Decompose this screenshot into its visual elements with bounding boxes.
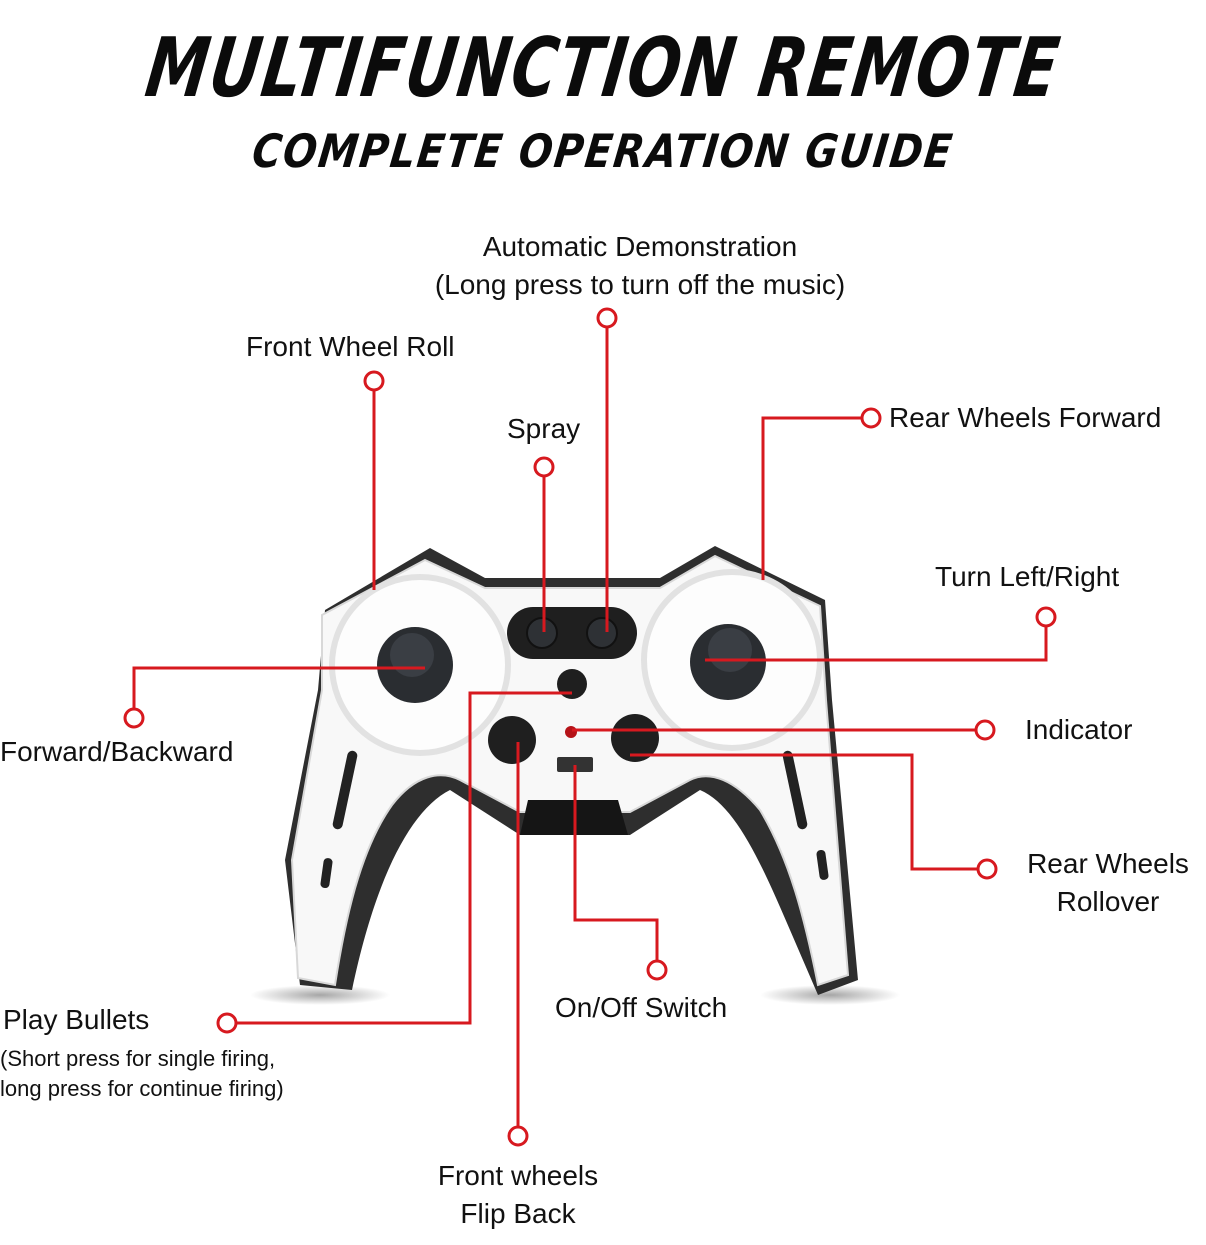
marker-front-flip: [507, 1125, 529, 1147]
play-bullets-note: (Short press for single firing, long pre…: [0, 1044, 284, 1104]
rear-rollover-line1: Rear Wheels: [1027, 848, 1189, 879]
spray-button[interactable]: [526, 617, 558, 649]
callout-lines: [123, 307, 1057, 1147]
power-switch[interactable]: [557, 757, 593, 772]
label-rear-rollover: Rear Wheels Rollover: [1008, 845, 1206, 921]
front-flip-button[interactable]: [488, 716, 536, 764]
marker-indicator: [974, 719, 996, 741]
play-bullets-note2: long press for continue firing): [0, 1076, 284, 1101]
rear-rollover-button[interactable]: [611, 714, 659, 762]
line-rear-forward: [761, 416, 862, 580]
line-on-off: [573, 765, 659, 961]
marker-rear-forward: [860, 407, 882, 429]
label-turn: Turn Left/Right: [935, 561, 1120, 592]
marker-spray: [533, 456, 555, 478]
demo-button[interactable]: [586, 617, 618, 649]
label-play-bullets: Play Bullets: [3, 1001, 149, 1039]
marker-auto-demo: [596, 307, 618, 329]
remote-controller: [250, 546, 900, 1005]
label-spray: Spray: [507, 413, 581, 444]
auto-demo-note: (Long press to turn off the music): [434, 269, 846, 300]
line-play-bullets: [236, 691, 572, 1025]
marker-rear-rollover: [976, 858, 998, 880]
line-forward-backward: [132, 666, 425, 708]
line-rear-rollover: [630, 753, 978, 871]
play-bullets-note1: (Short press for single firing,: [0, 1046, 276, 1071]
front-flip-line1: Front wheels: [437, 1160, 599, 1191]
marker-forward-backward: [123, 707, 145, 729]
label-auto-demo: Automatic Demonstration (Long press to t…: [390, 228, 890, 304]
indicator-led: [565, 726, 577, 738]
auto-demo-title: Automatic Demonstration: [482, 231, 798, 262]
rear-rollover-line2: Rollover: [1056, 886, 1160, 917]
label-rear-wheels-forward: Rear Wheels Forward: [889, 402, 1162, 433]
marker-turn: [1035, 606, 1057, 628]
label-indicator: Indicator: [1025, 714, 1133, 745]
label-front-wheel-roll: Front Wheel Roll: [246, 331, 455, 362]
front-flip-line2: Flip Back: [460, 1198, 576, 1229]
marker-front-wheel-roll: [363, 370, 385, 392]
line-turn: [705, 627, 1048, 662]
label-front-flip: Front wheels Flip Back: [408, 1157, 628, 1233]
label-on-off: On/Off Switch: [555, 992, 728, 1023]
label-forward-backward: Forward/Backward: [0, 736, 234, 767]
play-bullets-title: Play Bullets: [3, 1004, 150, 1035]
marker-on-off: [646, 959, 668, 981]
marker-play-bullets: [216, 1012, 238, 1034]
